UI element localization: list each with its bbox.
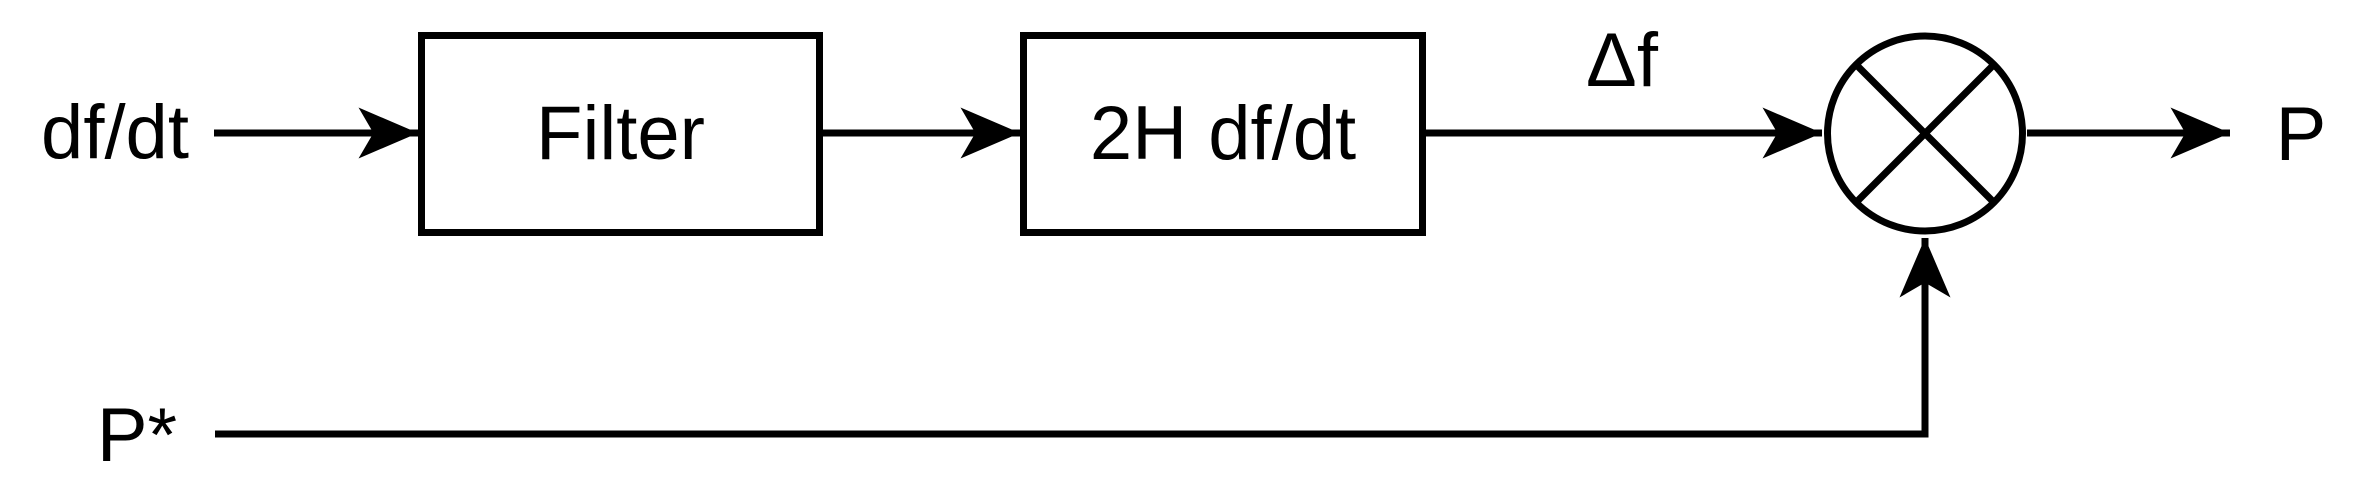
delta-f-label: Δf xyxy=(1586,18,1658,103)
reference-feed-arrow xyxy=(215,238,1951,438)
filter-block: Filter xyxy=(418,32,823,236)
reference-signal-label: P* xyxy=(96,393,178,478)
gain-block: 2H df/dt xyxy=(1020,32,1426,236)
output-signal-label: P xyxy=(2275,92,2327,177)
input-signal-label: df/dt xyxy=(41,90,189,175)
gain-block-label: 2H df/dt xyxy=(1089,91,1357,176)
multiplier-node xyxy=(1824,32,2026,235)
multiplier-cross-icon xyxy=(1853,62,1997,205)
filter-block-label: Filter xyxy=(536,91,705,176)
